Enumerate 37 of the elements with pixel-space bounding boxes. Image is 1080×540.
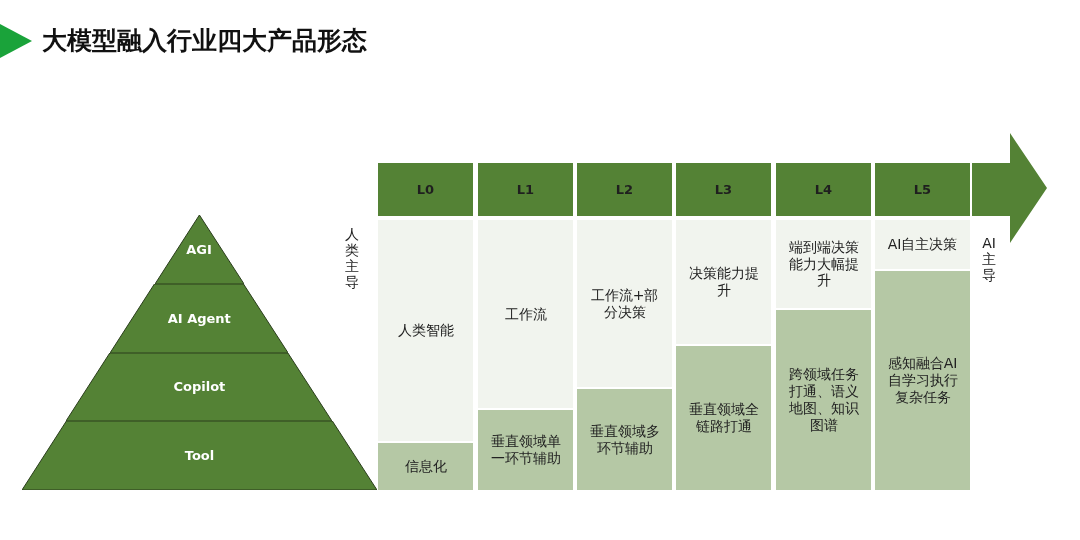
cell-text: 垂直领域多环节辅助: [589, 422, 660, 457]
application-cell: [378, 443, 473, 490]
level-header: [676, 163, 771, 216]
cell-text: AI自主决策: [887, 236, 958, 253]
title: 大模型融入行业四大产品形态: [42, 25, 367, 57]
level-label: L1: [516, 181, 535, 198]
cell-text: 决策能力提升: [688, 265, 759, 299]
layer-label: AGI: [186, 241, 212, 258]
level-header: [378, 163, 473, 216]
level-label: L0: [416, 181, 435, 198]
level-header: [776, 163, 871, 216]
cell-text: 垂直领域全链路打通: [688, 401, 759, 435]
level-label: L2: [615, 181, 634, 198]
cell-text: 端到端决策能力大幅提升: [788, 238, 859, 290]
cell-text: 工作流+部分决策: [589, 286, 660, 321]
application-cell: [676, 346, 771, 490]
layer-label: AI Agent: [167, 310, 231, 327]
cell-text: 人类智能: [397, 322, 454, 339]
level-header: [875, 163, 970, 216]
level-label: L5: [913, 181, 932, 198]
level-header: [478, 163, 573, 216]
cell-text: 信息化: [404, 458, 447, 475]
application-cell: [776, 310, 871, 490]
application-cell: [875, 271, 970, 490]
level-header: [577, 163, 672, 216]
layer-label: Copilot: [173, 379, 226, 395]
side-label: AI主导: [981, 235, 998, 284]
cell-text: 感知融合AI自学习执行复杂任务: [887, 355, 958, 406]
layer-label: Tool: [184, 447, 215, 464]
cell-text: 跨领域任务打通、语义地图、知识图谱: [788, 366, 859, 434]
application-cell: [478, 410, 573, 490]
cell-text: 垂直领域单一环节辅助: [490, 433, 561, 467]
cell-text: 工作流: [504, 305, 547, 323]
level-label: L3: [714, 181, 733, 198]
application-cell: [577, 389, 672, 490]
level-label: L4: [814, 181, 833, 198]
side-label: 人类主导: [345, 226, 359, 291]
